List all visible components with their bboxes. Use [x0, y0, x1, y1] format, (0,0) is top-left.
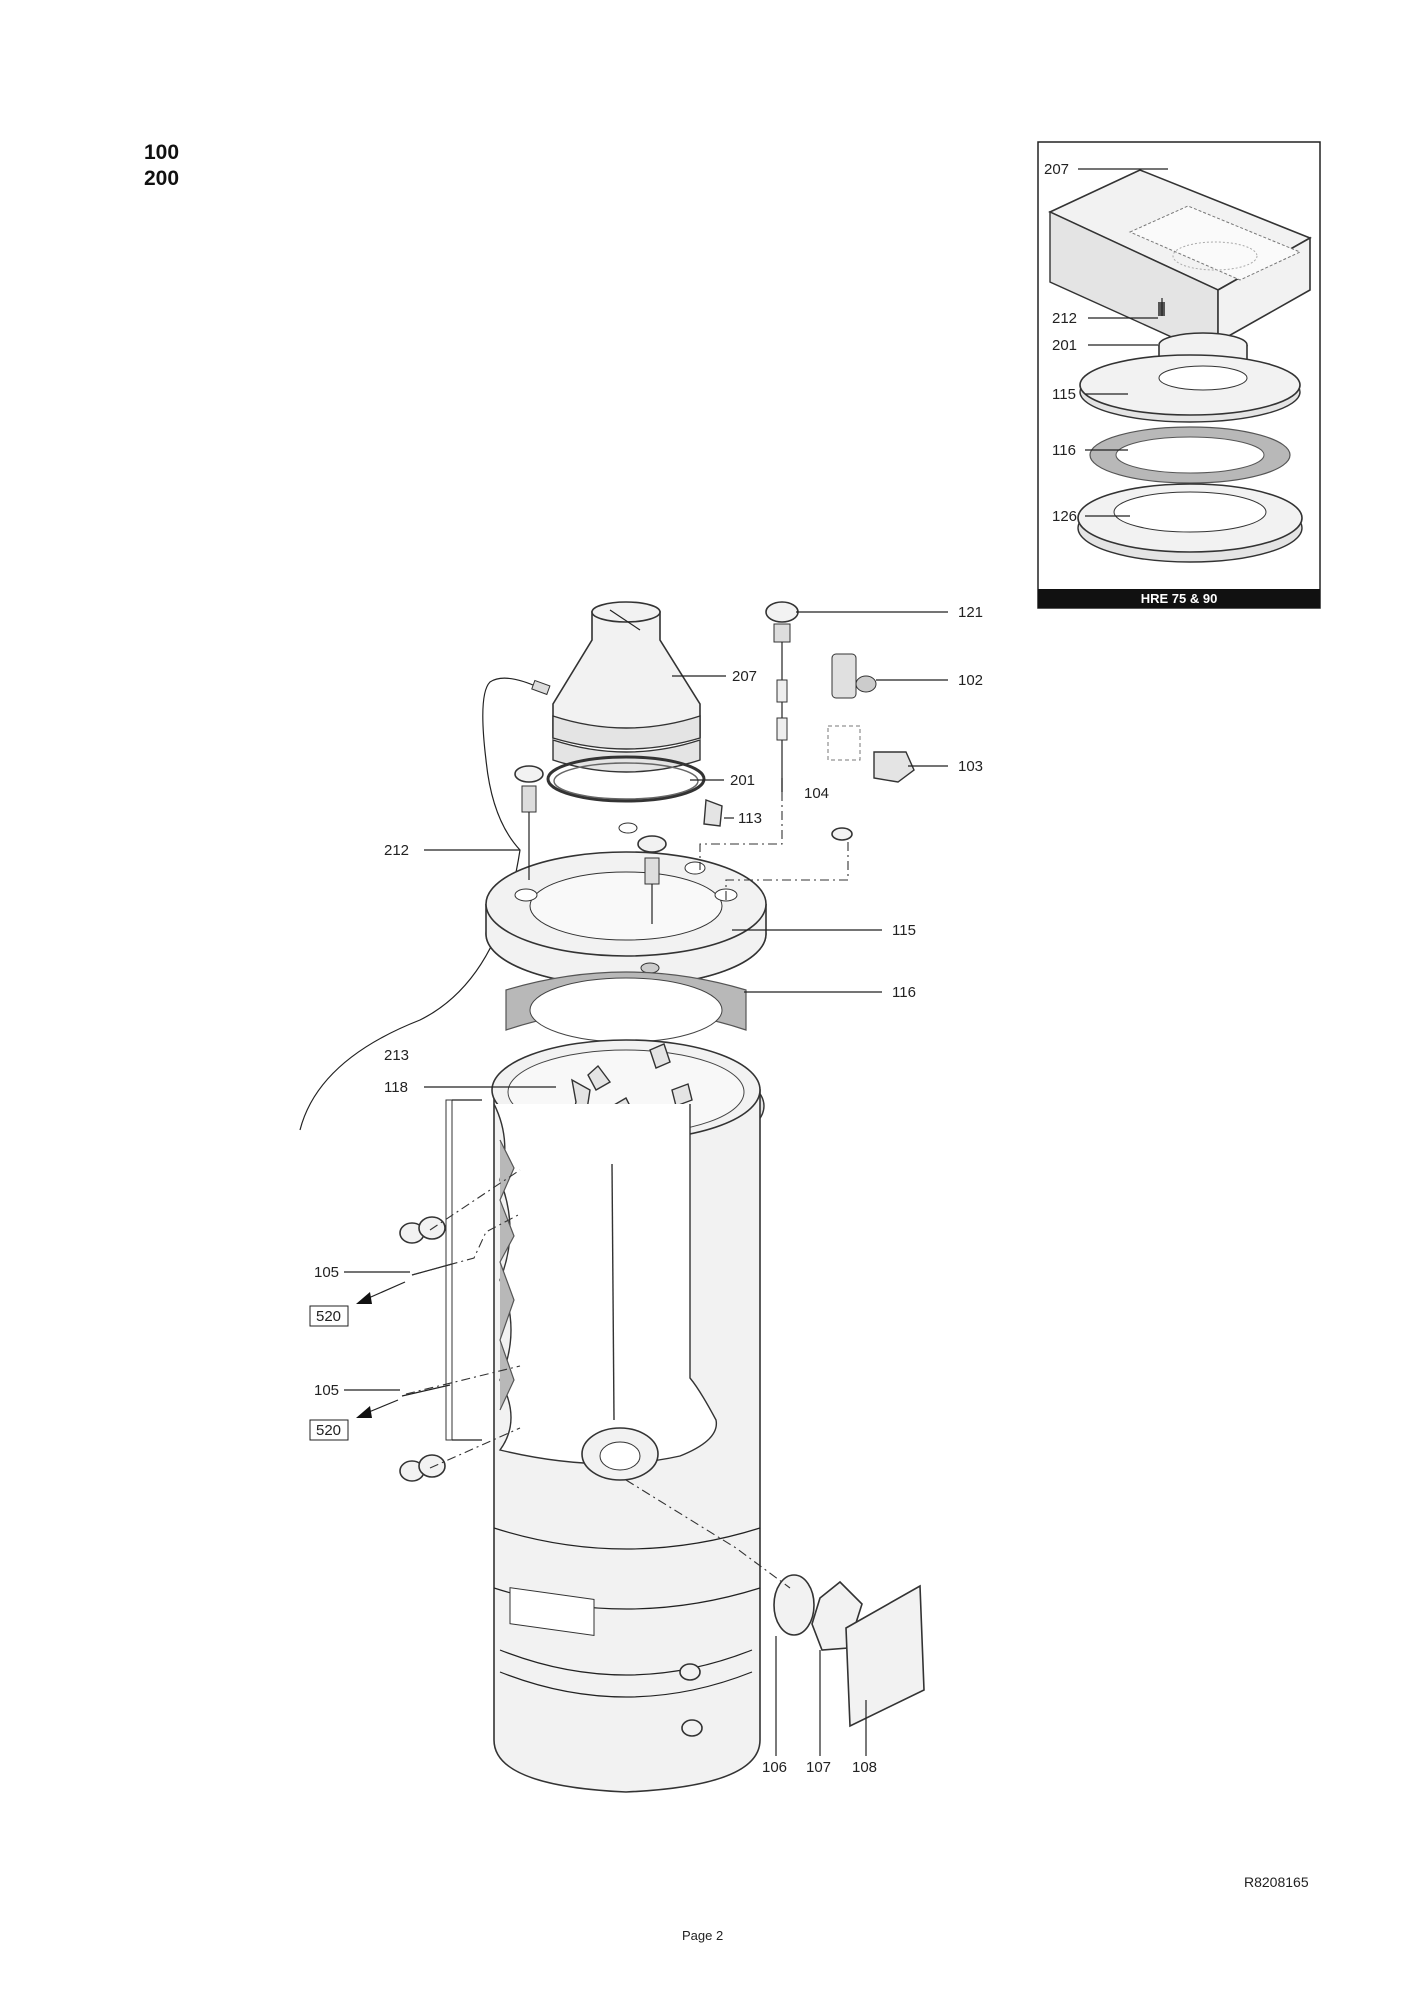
callout-118: 118 [384, 1079, 408, 1096]
callout-121: 121 [958, 604, 983, 621]
inset-callout-207: 207 [1044, 161, 1069, 178]
section-number-1: 100 [144, 141, 180, 164]
callout-201: 201 [730, 772, 755, 789]
callout-213: 213 [384, 1047, 409, 1064]
anode-fitting-center [637, 835, 667, 924]
anode-fitting-left [514, 765, 544, 880]
assembly-line-inspection [625, 1479, 791, 1589]
inlet-fitting-upper [399, 1169, 521, 1276]
callout-115: 115 [892, 922, 916, 939]
relief-valve [827, 653, 915, 841]
assembly-line-104 [699, 792, 783, 870]
tank-body [491, 1039, 765, 1793]
top-cover-plate [485, 822, 767, 987]
cover-gasket [505, 971, 747, 1043]
section-number-2: 200 [144, 167, 180, 190]
bracket-113 [703, 799, 723, 827]
assembly-line-102 [725, 842, 849, 904]
callout-107: 107 [806, 1759, 831, 1776]
flue-diverter-cone [552, 601, 701, 773]
wire-connector [531, 679, 551, 696]
reference-arrow-upper [309, 1281, 406, 1327]
inset-top-plate [1079, 354, 1301, 423]
inset-title-bar [1038, 589, 1320, 608]
relief-valve-cap [765, 601, 799, 792]
drawing-reference: R8208165 [1244, 1874, 1309, 1890]
inset-title: HRE 75 & 90 [1141, 591, 1218, 606]
page-number: Page 2 [682, 1928, 724, 1943]
inset-base-ring [1077, 483, 1303, 563]
inset-sensor [1158, 298, 1165, 316]
inset-callout-126: 126 [1052, 508, 1077, 525]
callout-207: 207 [732, 668, 757, 685]
flue-collar-ring [546, 755, 706, 803]
inset-callout-116: 116 [1052, 442, 1076, 459]
inset-callout-212: 212 [1052, 310, 1077, 327]
inset-flue-hood [1048, 169, 1312, 360]
inspection-gasket [773, 1574, 815, 1636]
callout-520-upper: 520 [316, 1308, 341, 1325]
inset-gasket [1089, 426, 1291, 484]
callout-104: 104 [804, 785, 829, 802]
inspection-outer-panel [845, 1584, 925, 1728]
fitting-frame [445, 1099, 453, 1441]
callout-212: 212 [384, 842, 409, 859]
callout-116: 116 [892, 984, 916, 1001]
callout-105-lower: 105 [314, 1382, 339, 1399]
reference-arrow-lower [309, 1399, 399, 1441]
callout-520-lower: 520 [316, 1422, 341, 1439]
callout-103: 103 [958, 758, 983, 775]
inset-panel: HRE 75 & 90 [1037, 141, 1321, 609]
inlet-fitting-lower [399, 1365, 521, 1482]
inset-callout-201: 201 [1052, 337, 1077, 354]
callout-105-upper: 105 [314, 1264, 339, 1281]
callout-113: 113 [738, 810, 762, 827]
callout-102: 102 [958, 672, 983, 689]
inset-callout-115: 115 [1052, 386, 1076, 403]
callout-106: 106 [762, 1759, 787, 1776]
callout-108: 108 [852, 1759, 877, 1776]
